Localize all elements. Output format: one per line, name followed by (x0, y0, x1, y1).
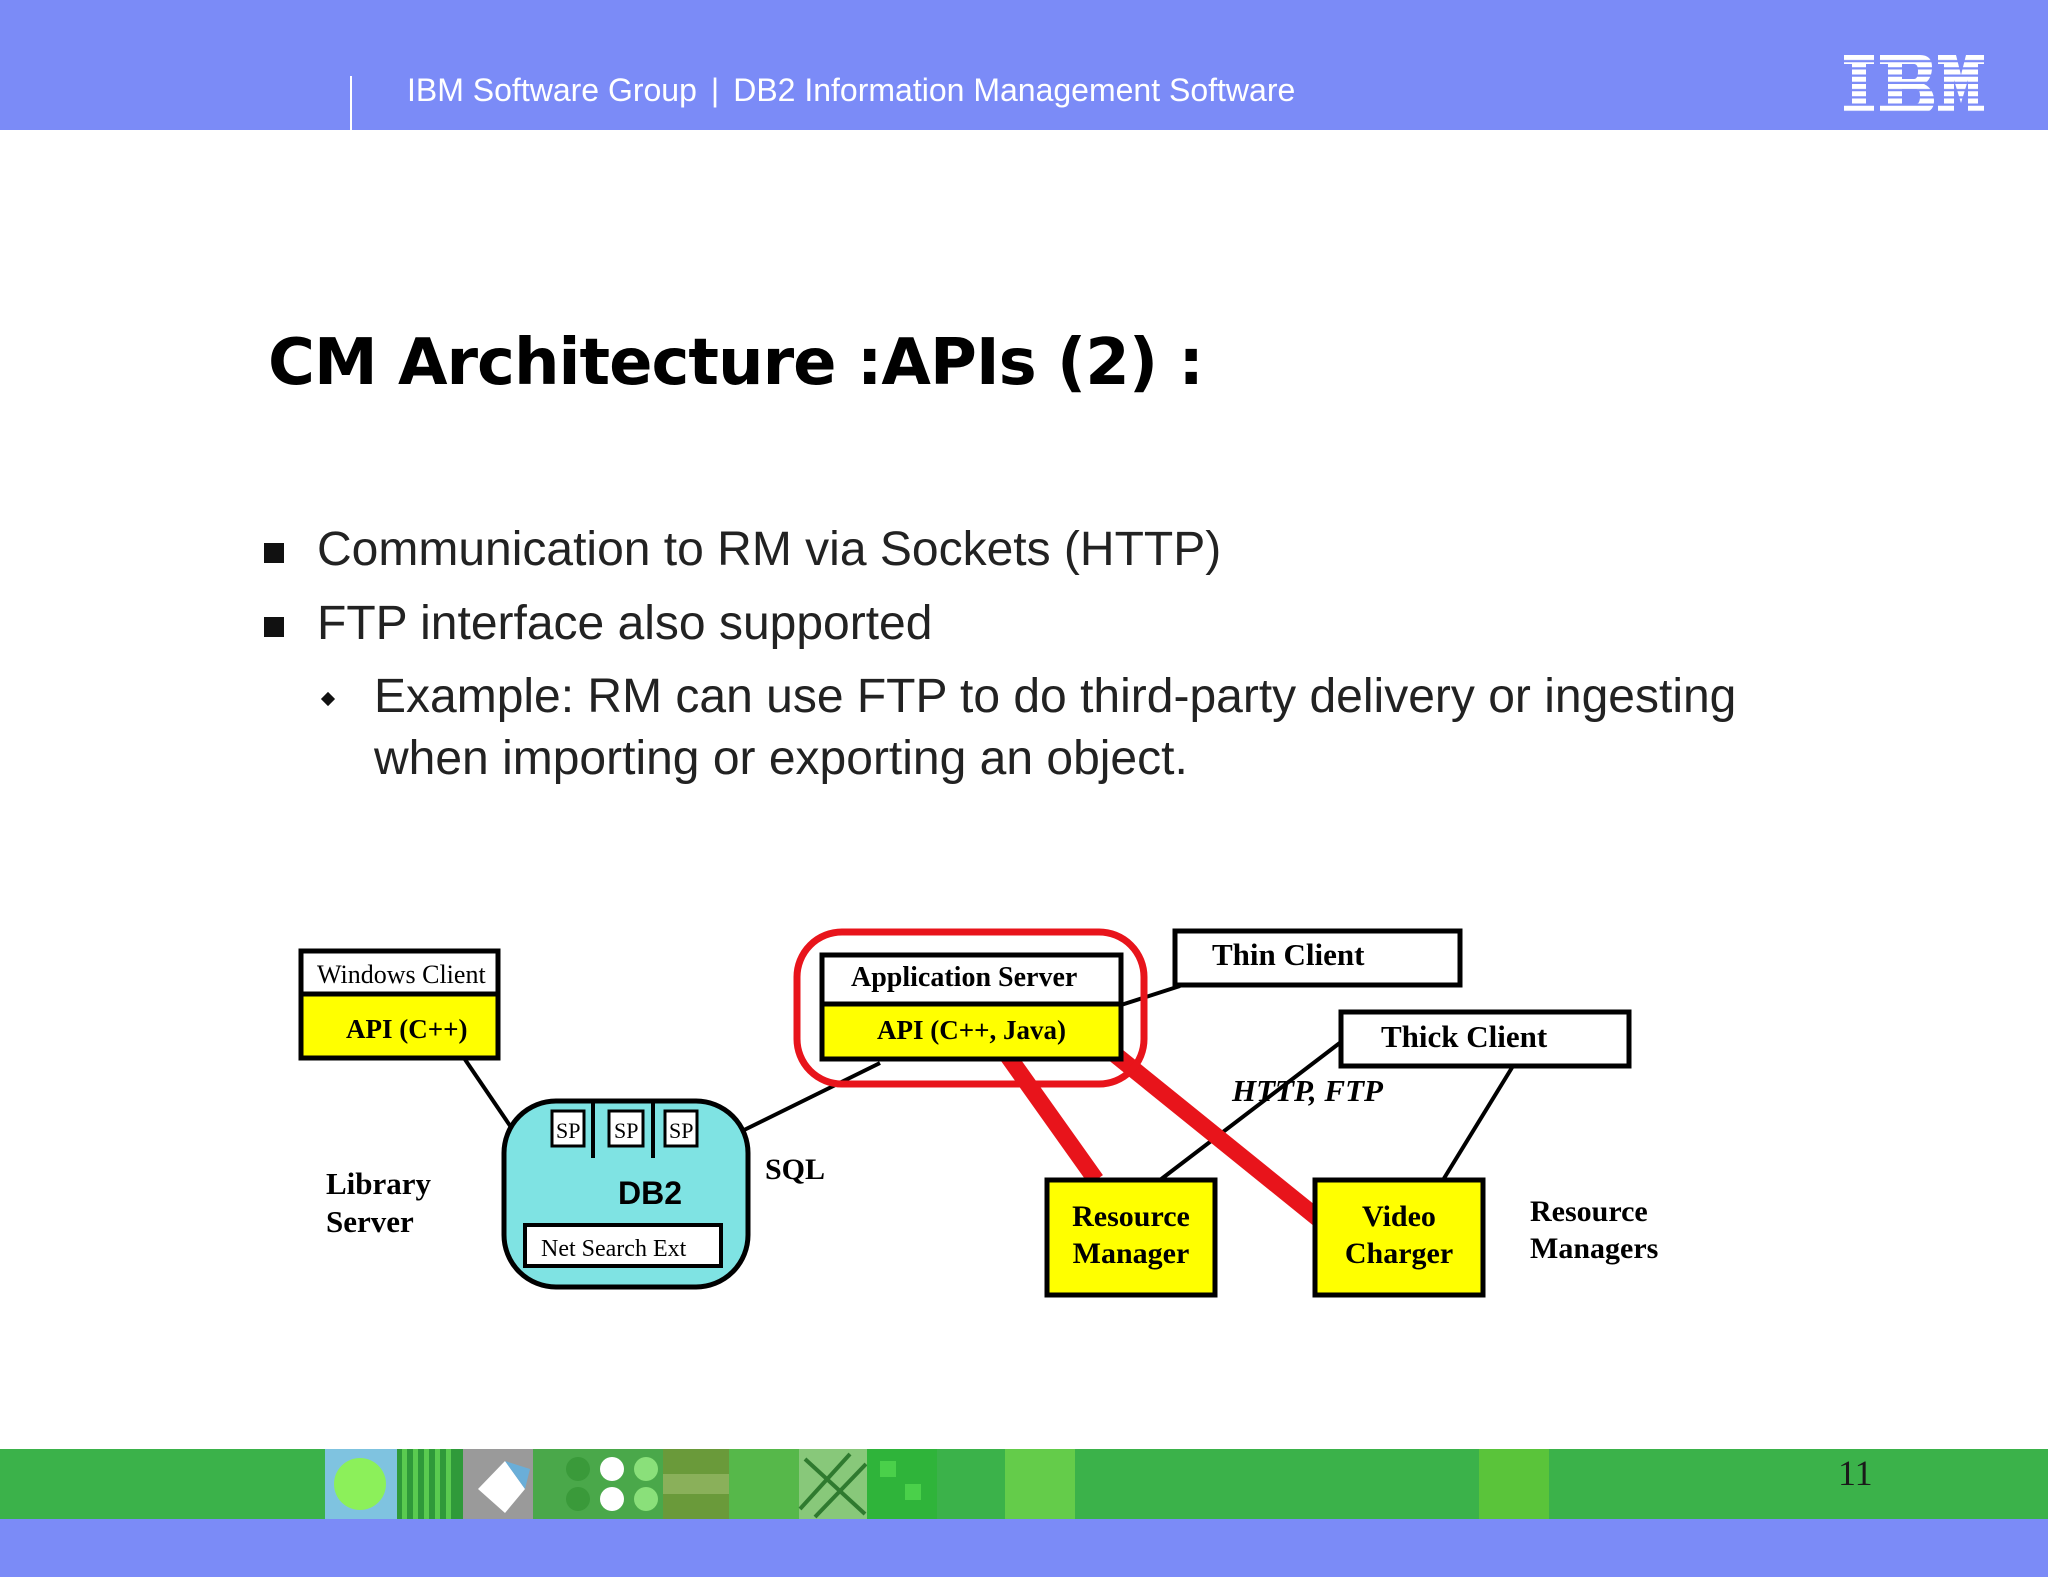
bullet-marker (264, 617, 284, 637)
library-server-label-line-2: Server (326, 1204, 414, 1239)
sub-bullet-line-2: when importing or exporting an object. (374, 732, 1188, 785)
db2-node: SP SP SP DB2 Net Search Ext (501, 1098, 751, 1290)
footer-bar (0, 1519, 2048, 1577)
resource-managers-label-line-2: Managers (1530, 1232, 1658, 1265)
thick-client-label: Thick Client (1381, 1019, 1548, 1054)
sp-label-3: SP (669, 1118, 693, 1143)
sp-label-2: SP (614, 1118, 638, 1143)
header-divider (350, 76, 352, 130)
thick-client-node (1338, 1009, 1632, 1069)
sub-bullet-line-1: Example: RM can use FTP to do third-part… (374, 670, 1737, 723)
footer-image-strip (0, 1449, 2048, 1519)
windows-client-node: Windows Client API (C++) (298, 948, 501, 1061)
resource-manager-label-line-2: Manager (1073, 1237, 1190, 1270)
header-title: IBM Software Group | DB2 Information Manag… (407, 72, 1295, 109)
app-server-label: Application Server (851, 962, 1077, 993)
library-server-label-line-1: Library (326, 1166, 432, 1201)
architecture-diagram: Windows Client API (C++) SP SP SP DB2 Ne… (298, 928, 1658, 1298)
ibm-logo (1844, 55, 1984, 113)
db2-label: DB2 (618, 1175, 682, 1211)
sp-label-1: SP (556, 1118, 580, 1143)
windows-client-label: Windows Client (317, 960, 486, 989)
slide-title: CM Architecture :APIs (2) : (268, 326, 1204, 400)
protocols-label: HTTP, FTP (1231, 1073, 1384, 1108)
bullet-marker (264, 543, 284, 563)
highlight-ring (793, 928, 1148, 1088)
header-bar: IBM Software Group | DB2 Information Manag… (0, 0, 2048, 130)
bullet-2: FTP interface also supported (317, 597, 933, 650)
thin-client-label: Thin Client (1212, 937, 1365, 972)
sub-bullet: Example: RM can use FTP to do third-part… (374, 666, 1736, 790)
video-charger-node (1312, 1177, 1486, 1298)
header-separator: | (710, 72, 720, 108)
footer-decoration (325, 1449, 1549, 1519)
header-group: IBM Software Group (407, 72, 697, 108)
net-search-label: Net Search Ext (541, 1236, 687, 1262)
windows-api-label: API (C++) (346, 1014, 468, 1044)
thin-client-node (1172, 928, 1463, 988)
bullet-1: Communication to RM via Sockets (HTTP) (317, 523, 1222, 576)
app-api-label: API (C++, Java) (877, 1015, 1066, 1045)
resource-manager-node (1044, 1177, 1218, 1298)
header-division: DB2 Information Management Software (733, 72, 1296, 108)
application-server-node: Application Server API (C++, Java) (819, 952, 1124, 1062)
page-number: 11 (1838, 1453, 1873, 1493)
video-charger-label-line-1: Video (1362, 1200, 1436, 1233)
resource-managers-label-line-1: Resource (1530, 1195, 1648, 1228)
resource-manager-label-line-1: Resource (1072, 1200, 1190, 1233)
sql-label: SQL (765, 1153, 825, 1186)
video-charger-label-line-2: Charger (1345, 1237, 1453, 1270)
